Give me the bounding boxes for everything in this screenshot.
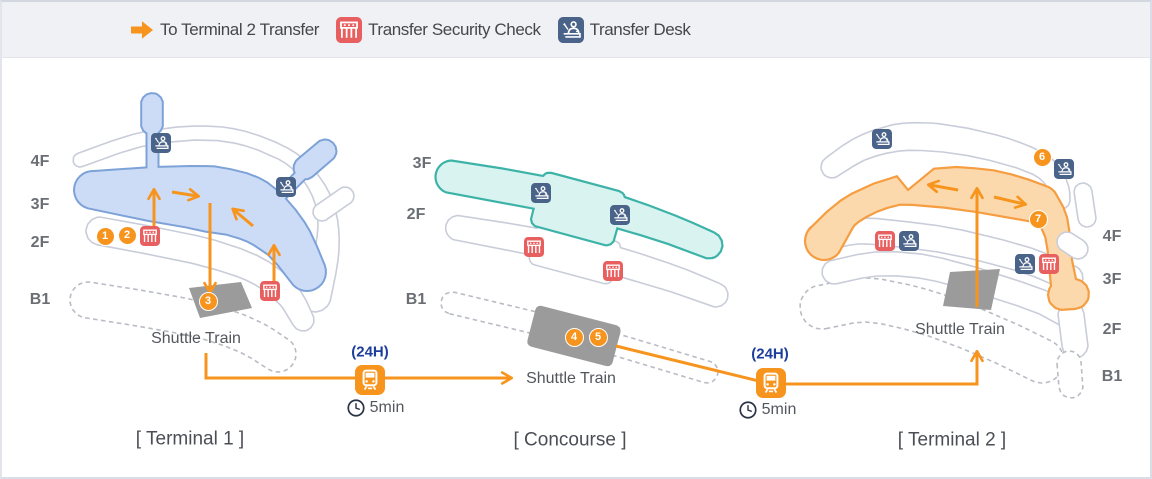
transfer-desk-icon	[276, 177, 296, 197]
t2-shuttle-train-label: Shuttle Train	[915, 321, 1005, 338]
clock-icon	[347, 399, 365, 417]
t1-floor-label: B1	[29, 291, 51, 308]
t1-shuttle-train-label: Shuttle Train	[151, 330, 241, 347]
legend-item-to-terminal2: To Terminal 2 Transfer	[130, 19, 319, 41]
transfer-flow-arrows	[147, 179, 1028, 386]
t1-floor-label: 4F	[30, 153, 50, 170]
transfer-step-badge: 2	[117, 225, 137, 245]
concourse-3f-transfer-level-shape	[434, 159, 724, 260]
transfer-step-badge: 5	[588, 327, 608, 347]
transfer-security-check-icon	[603, 261, 623, 281]
transfer-step-badge: 3	[198, 291, 218, 311]
concourse-floor-label: B1	[405, 291, 427, 308]
shuttle-train-icon	[355, 365, 385, 395]
legend-label: Transfer Desk	[589, 19, 691, 39]
concourse-shuttle-train-label: Shuttle Train	[526, 370, 616, 387]
transfer-security-check-icon	[524, 237, 544, 257]
transfer-desk-icon	[872, 129, 892, 149]
concourse-title: [ Concourse ]	[513, 429, 627, 451]
concourse-floor-label: 2F	[406, 206, 426, 223]
t2-floor-label: 2F	[1102, 321, 1122, 338]
transfer-desk-icon	[1015, 254, 1035, 274]
t1-concourse-duration-label: 5min	[369, 399, 405, 416]
transfer-security-check-icon	[1039, 254, 1059, 274]
transfer-step-badge: 4	[564, 327, 584, 347]
legend-label: Transfer Security Check	[368, 19, 541, 39]
concourse-t2-hours-label: (24H)	[751, 345, 789, 363]
clock-icon	[739, 401, 757, 419]
t2-floor-label: 3F	[1102, 271, 1122, 288]
t2-floor-label: B1	[1101, 368, 1123, 385]
terminal2-title: [ Terminal 2 ]	[897, 429, 1007, 451]
transfer-desk-icon	[899, 231, 919, 251]
terminal1-title: [ Terminal 1 ]	[135, 428, 245, 450]
t1-gate-pier-outline	[312, 186, 355, 222]
t1-floor-label: 2F	[30, 234, 50, 251]
legend-bar: To Terminal 2 Transfer Transfer Security…	[2, 2, 1150, 58]
transfer-security-check-icon	[140, 226, 160, 246]
transfer-desk-icon	[531, 183, 551, 203]
t1-floor-label: 3F	[30, 196, 50, 213]
t2-b1-right-end-dashed-outline	[1056, 350, 1084, 399]
t1-concourse-hours-label: (24H)	[351, 343, 389, 361]
t2-roof-right-end-outline	[1073, 182, 1097, 228]
transfer-step-badge: 7	[1028, 209, 1048, 229]
transfer-step-badge: 1	[95, 226, 115, 246]
transfer-desk-icon	[151, 133, 171, 153]
legend-item-security-check: Transfer Security Check	[336, 17, 541, 43]
concourse-floors	[434, 159, 729, 384]
transfer-desk-icon	[1054, 159, 1074, 179]
transfer-desk-icon	[610, 205, 630, 225]
t2-4f-right-end-outline	[1056, 231, 1089, 260]
t2-floor-label: 4F	[1102, 228, 1122, 245]
shuttle-train-icon	[756, 368, 786, 398]
t1-b1-floor-dashed-outline	[69, 281, 297, 373]
transfer-security-check-icon	[260, 281, 280, 301]
transfer-step-badge: 6	[1032, 147, 1052, 167]
t2-b1-floor-dashed-outline	[799, 277, 1065, 384]
concourse-floor-label: 3F	[412, 155, 432, 172]
legend-item-transfer-desk: Transfer Desk	[558, 17, 691, 43]
legend-label: To Terminal 2 Transfer	[160, 19, 320, 39]
t1-3f-transfer-level-shape	[72, 92, 338, 293]
t2-shuttle-platform	[943, 269, 1000, 310]
transfer-security-check-icon	[875, 231, 895, 251]
concourse-t2-duration-label: 5min	[761, 401, 797, 418]
